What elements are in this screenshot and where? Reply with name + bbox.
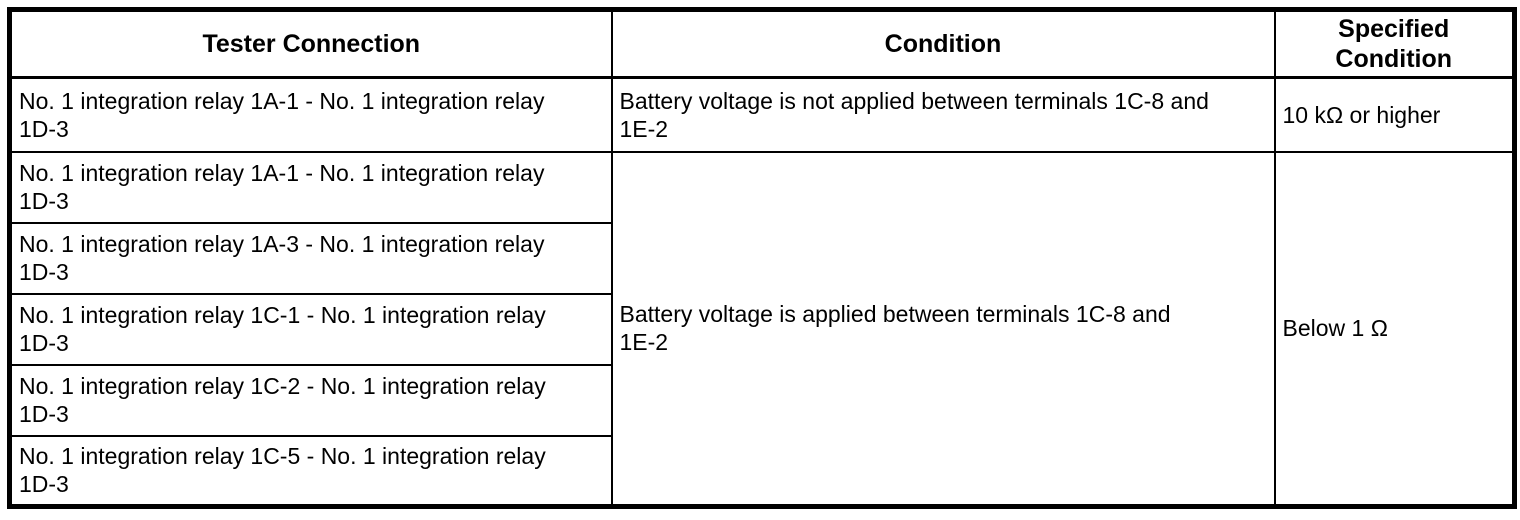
cell-condition: Battery voltage is not applied between t… — [610, 76, 1276, 153]
col-header-tester-connection: Tester Connection — [8, 8, 613, 79]
col-header-condition: Condition — [610, 8, 1276, 79]
table-row: No. 1 integration relay 1C-2 - No. 1 int… — [8, 363, 1515, 437]
cell-tester-connection: No. 1 integration relay 1A-1 - No. 1 int… — [8, 76, 613, 153]
table-row: No. 1 integration relay 1A-3 - No. 1 int… — [8, 221, 1515, 295]
cell-specified-condition-merged: Below 1 Ω — [1273, 150, 1516, 508]
resistance-specification-table: Tester Connection Condition Specified Co… — [7, 7, 1517, 509]
header-row: Tester Connection Condition Specified Co… — [8, 8, 1516, 79]
cell-tester-connection: No. 1 integration relay 1C-1 - No. 1 int… — [8, 292, 613, 366]
cell-tester-connection: No. 1 integration relay 1C-5 - No. 1 int… — [8, 434, 613, 508]
table-row: No. 1 integration relay 1A-1 - No. 1 int… — [8, 76, 1516, 153]
table-row: No. 1 integration relay 1A-1 - No. 1 int… — [8, 150, 1516, 508]
cell-specified-condition: 10 kΩ or higher — [1273, 76, 1516, 153]
table-row: No. 1 integration relay 1C-5 - No. 1 int… — [8, 434, 1515, 508]
cell-tester-connection: No. 1 integration relay 1A-1 - No. 1 int… — [8, 150, 613, 224]
cell-tester-connection: No. 1 integration relay 1A-3 - No. 1 int… — [8, 221, 613, 295]
col-header-specified-condition: Specified Condition — [1273, 8, 1516, 79]
table-row: No. 1 integration relay 1C-1 - No. 1 int… — [8, 292, 1515, 366]
cell-tester-connection: No. 1 integration relay 1C-2 - No. 1 int… — [8, 363, 613, 437]
cell-condition-merged: Battery voltage is applied between termi… — [610, 150, 1276, 508]
